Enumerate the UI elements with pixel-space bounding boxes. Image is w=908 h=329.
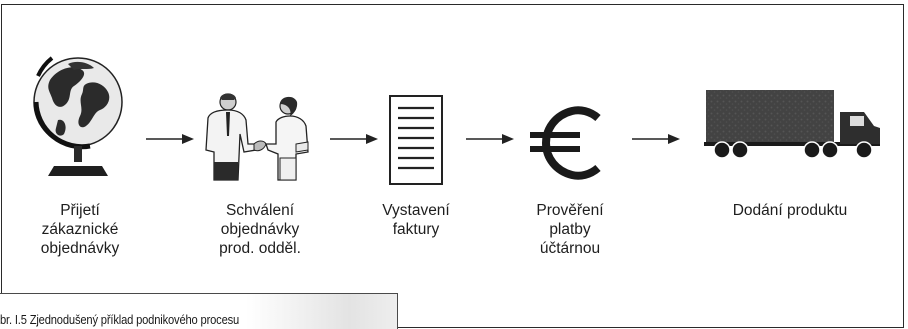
euro-icon bbox=[530, 106, 601, 180]
flow-arrow bbox=[330, 134, 378, 144]
flow-arrow bbox=[466, 134, 514, 144]
step-label-delivery: Dodání produktu bbox=[732, 202, 848, 219]
step-label-order-approval: Schválení objednávky prod. odděl. bbox=[219, 202, 301, 257]
globe-icon bbox=[33, 56, 123, 176]
step-label-invoicing: Vystavení faktury bbox=[382, 202, 450, 238]
handshake-icon bbox=[205, 93, 309, 181]
step-label-payment-check: Prověření platby účtárnou bbox=[536, 202, 604, 257]
flow-arrow bbox=[146, 134, 194, 144]
figure-caption: br. I.5 Zjednodušený příklad podnikového… bbox=[0, 312, 240, 327]
diagram-frame bbox=[1, 4, 904, 328]
flow-arrow bbox=[632, 134, 680, 144]
document-icon bbox=[389, 95, 443, 185]
step-label-order-intake: Přijetí zákaznické objednávky bbox=[40, 202, 120, 257]
truck-icon bbox=[704, 90, 880, 159]
caption-box bbox=[0, 293, 398, 329]
